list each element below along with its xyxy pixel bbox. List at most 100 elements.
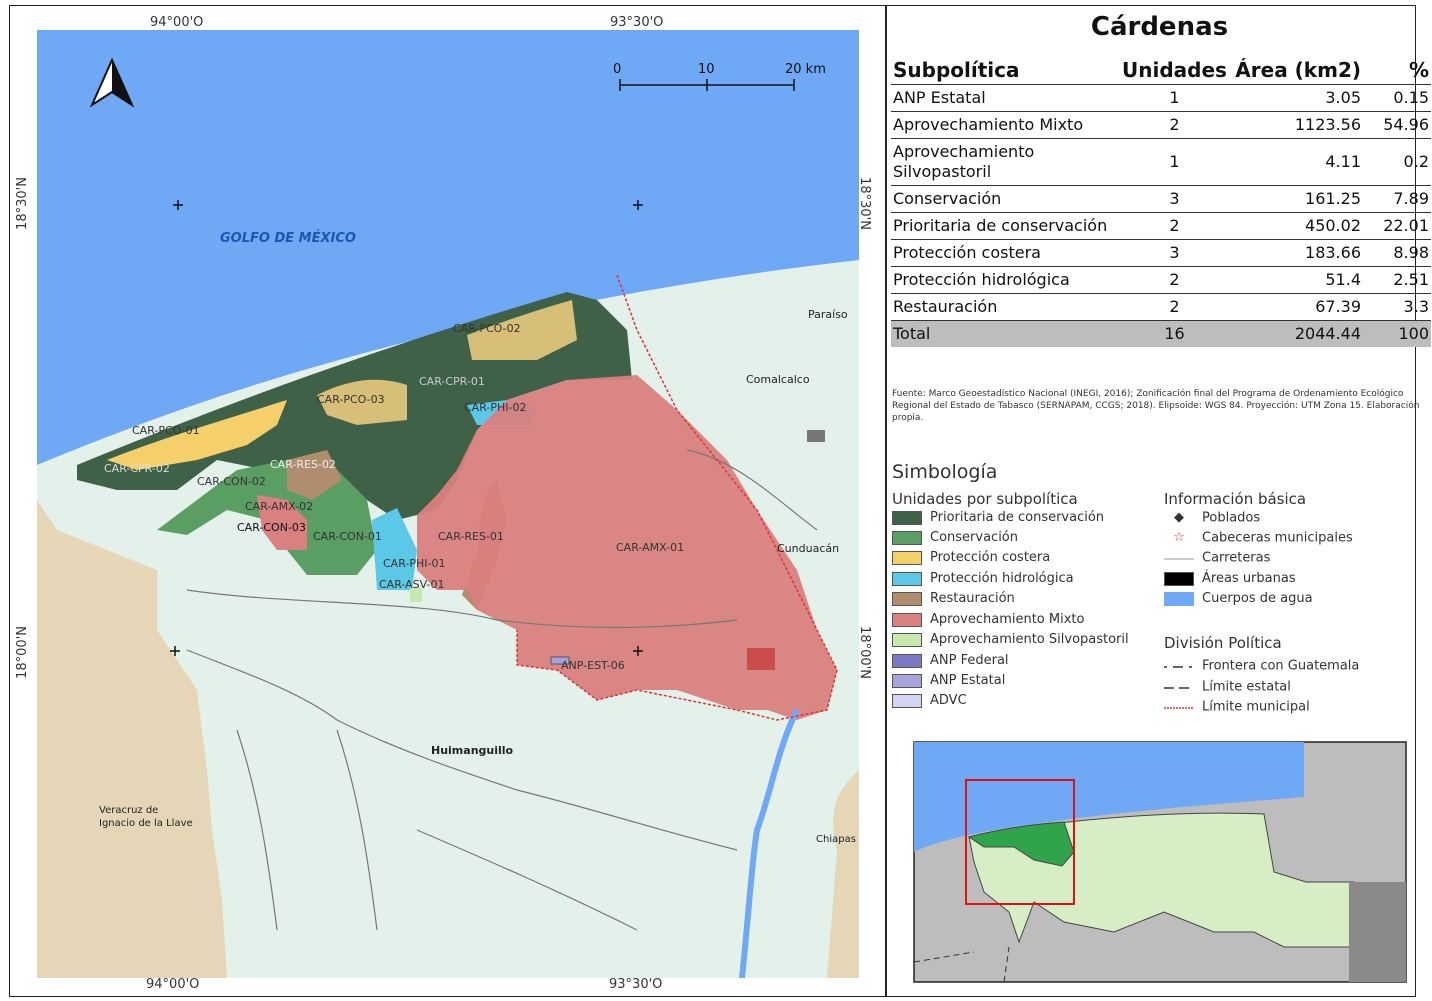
municipal-boundary <box>516 274 838 721</box>
cell-area: 161.25 <box>1229 185 1363 213</box>
zone-mixto-2 <box>257 495 307 550</box>
zone-silvopastoril <box>410 588 422 602</box>
legend-unit-item: ADVC <box>892 692 967 710</box>
star-icon: ☆ <box>1173 530 1185 545</box>
cell-percent: 54.96 <box>1363 111 1431 139</box>
cell-units: 1 <box>1120 84 1229 112</box>
legend-unit-item: Protección hidrológica <box>892 570 1074 588</box>
coord-left-top: 18°30'N <box>14 177 30 230</box>
scale-label-20: 20 km <box>785 62 826 77</box>
header-percent: % <box>1363 54 1431 85</box>
cell-percent: 0.15 <box>1363 84 1431 112</box>
legend-swatch <box>892 693 922 708</box>
cell-units: 3 <box>1120 185 1229 213</box>
unit-label: CAR-PCO-01 <box>132 424 200 437</box>
legend-poblados: ◆Poblados <box>1164 509 1260 527</box>
dashed-line-icon <box>1164 678 1194 696</box>
cell-name: Restauración <box>891 293 1120 321</box>
cell-name: Aprovechamiento Silvopastoril <box>891 138 1120 186</box>
coord-bottom-right: 93°30'O <box>609 977 663 992</box>
legend-municipal: Límite municipal <box>1164 698 1310 716</box>
legend-unit-item: Aprovechamiento Silvopastoril <box>892 631 1129 649</box>
legend-unit-item: ANP Federal <box>892 652 1009 670</box>
unit-label: CAR-CON-02 <box>197 475 266 488</box>
legend-cabeceras: ☆Cabeceras municipales <box>1164 529 1353 547</box>
zone-costera-1 <box>107 400 287 470</box>
legend-unit-item: Prioritaria de conservación <box>892 509 1104 527</box>
zone-costera-2 <box>317 379 407 425</box>
total-label: Total <box>891 320 1120 347</box>
scale-label-10: 10 <box>698 62 715 77</box>
info-panel: Cárdenas Subpolítica Unidades Área (km2)… <box>887 6 1431 996</box>
unit-label: CAR-RES-01 <box>438 530 504 543</box>
dot-icon: ◆ <box>1174 510 1184 525</box>
legend-swatch <box>1164 591 1194 606</box>
dotted-red-line-icon <box>1164 698 1194 716</box>
legend-unit-item: Conservación <box>892 529 1018 547</box>
cell-name: Protección costera <box>891 239 1120 267</box>
zone-anp-estatal <box>550 656 570 665</box>
legend-swatch <box>892 530 922 545</box>
zone-costera-3 <box>467 300 577 360</box>
legend-guatemala: Frontera con Guatemala <box>1164 657 1359 675</box>
header-unidades: Unidades <box>1120 54 1229 85</box>
legend-swatch <box>892 550 922 565</box>
zone-restauracion-1 <box>287 450 342 500</box>
sea <box>37 30 859 465</box>
total-area: 2044.44 <box>1229 320 1363 347</box>
cell-area: 450.02 <box>1229 212 1363 240</box>
inset-cardenas <box>967 821 1075 867</box>
cell-area: 183.66 <box>1229 239 1363 267</box>
state-chiapas: Chiapas <box>816 834 856 845</box>
legend-urbanas: Áreas urbanas <box>1164 570 1296 588</box>
unit-label: CAR-ASV-01 <box>379 578 445 591</box>
zone-mixto <box>417 375 837 720</box>
source-note: Fuente: Marco Geoestadístico Nacional (I… <box>892 389 1420 423</box>
scale-label-0: 0 <box>613 62 622 77</box>
unit-label: CAR-AMX-01 <box>616 541 685 554</box>
inset-chiapas-dark <box>1349 882 1406 982</box>
river <box>739 708 800 979</box>
header-subpolitica: Subpolítica <box>891 54 1120 85</box>
legend-unit-item: Protección costera <box>892 549 1050 567</box>
urban-area-2 <box>807 430 825 442</box>
cell-name: ANP Estatal <box>891 84 1120 112</box>
unit-label: CAR-CON-01 <box>313 530 382 543</box>
table-row: ANP Estatal 1 3.05 0.15 <box>891 84 1431 112</box>
legend-swatch <box>892 632 922 647</box>
town-paraiso: Paraíso <box>808 308 848 321</box>
cell-area: 1123.56 <box>1229 111 1363 139</box>
cell-name: Conservación <box>891 185 1120 213</box>
legend-swatch <box>892 510 922 525</box>
unit-label: ANP-EST-06 <box>561 659 625 672</box>
coord-bottom-left: 94°00'O <box>146 977 200 992</box>
inset-sea <box>914 742 1304 852</box>
legend-title: Simbología <box>892 461 998 483</box>
cell-name: Prioritaria de conservación <box>891 212 1120 240</box>
coord-right-top: 18°30'N <box>856 177 872 230</box>
cell-area: 4.11 <box>1229 138 1363 186</box>
coord-top-right: 93°30'O <box>610 15 664 30</box>
town-comalcalco: Comalcalco <box>746 373 810 386</box>
table-row: Prioritaria de conservación 2 450.02 22.… <box>891 212 1431 240</box>
unit-label: CAR-CPR-01 <box>419 375 485 388</box>
legend-unit-item: ANP Estatal <box>892 672 1005 690</box>
legend-swatch <box>892 653 922 668</box>
state-veracruz-line2: Ignacio de la Llave <box>99 818 193 829</box>
unit-label: CAR-PHI-02 <box>464 401 527 414</box>
roads <box>186 449 818 931</box>
legend-carreteras: Carreteras <box>1164 549 1270 567</box>
legend-swatch <box>892 591 922 606</box>
coord-right-bottom: 18°00'N <box>856 626 872 679</box>
town-cunduacan: Cunduacán <box>777 542 840 555</box>
table-row: Protección hidrológica 2 51.4 2.51 <box>891 266 1431 294</box>
legend-agua: Cuerpos de agua <box>1164 590 1313 608</box>
unit-label: CAR-RES-02 <box>270 458 336 471</box>
legend-swatch <box>892 612 922 627</box>
legend-swatch <box>892 673 922 688</box>
unit-label: CAR-CON-03 <box>237 521 306 534</box>
table-row: Aprovechamiento Silvopastoril 1 4.11 0.2 <box>891 138 1431 186</box>
total-units: 16 <box>1120 320 1229 347</box>
coord-left-bottom: 18°00'N <box>14 626 30 679</box>
graticule-crosses <box>170 200 643 656</box>
